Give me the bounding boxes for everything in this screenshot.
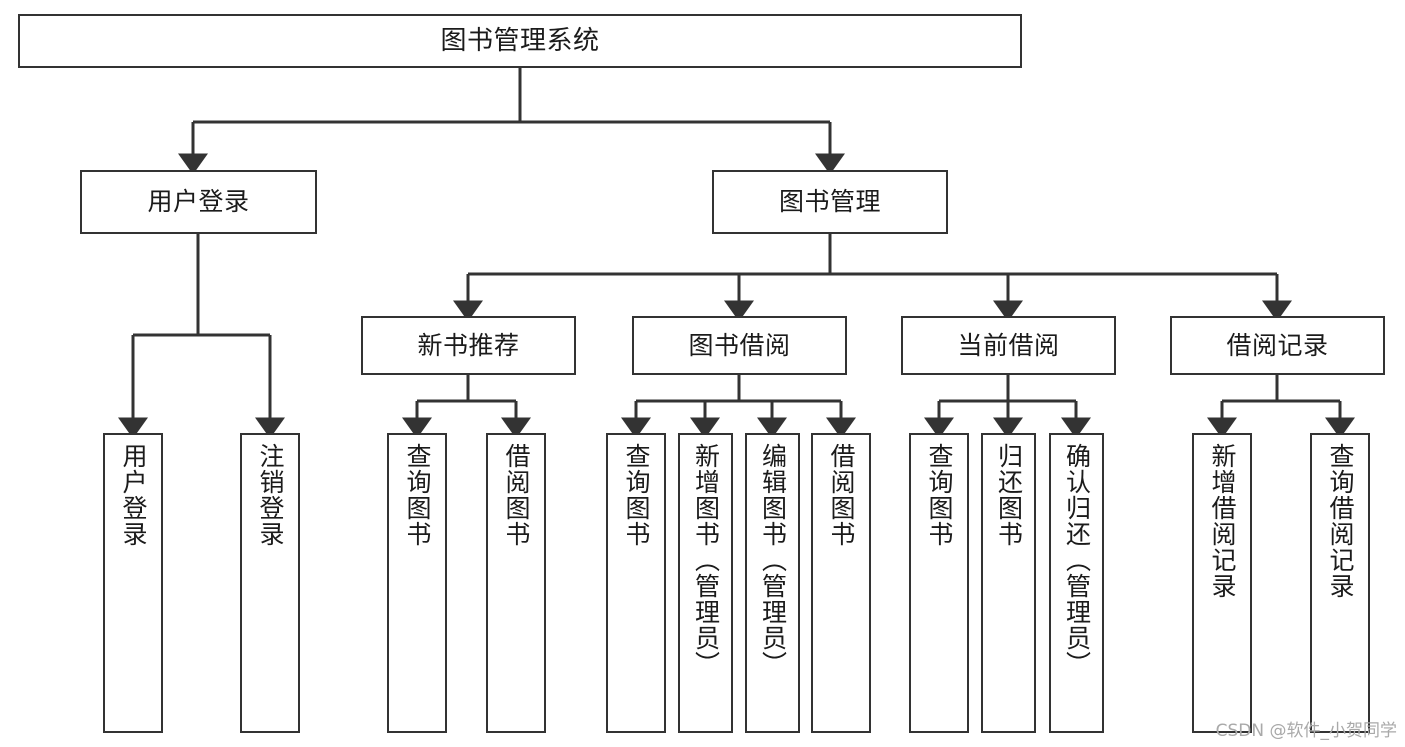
node-book-borrow-label: 图书借阅 (688, 330, 791, 360)
node-leaf-edit-book-label: 编辑图书（管理员） (758, 443, 788, 677)
node-borrow-record[interactable]: 借阅记录 (1170, 316, 1385, 375)
node-book-management[interactable]: 图书管理 (712, 170, 948, 234)
node-leaf-query-book-1-label: 查询图书 (403, 443, 432, 547)
node-current-borrow[interactable]: 当前借阅 (901, 316, 1116, 375)
node-current-borrow-label: 当前借阅 (957, 330, 1060, 360)
node-leaf-confirm-return-label: 确认归还（管理员） (1062, 443, 1092, 677)
node-leaf-add-book[interactable]: 新增图书（管理员） (678, 433, 733, 733)
node-new-book-recommendation[interactable]: 新书推荐 (361, 316, 576, 375)
node-book-borrow[interactable]: 图书借阅 (632, 316, 847, 375)
node-leaf-query-book-1[interactable]: 查询图书 (387, 433, 447, 733)
node-root-book-management-system[interactable]: 图书管理系统 (18, 14, 1022, 68)
node-leaf-user-login[interactable]: 用户登录 (103, 433, 163, 733)
node-leaf-query-book-3[interactable]: 查询图书 (909, 433, 969, 733)
node-leaf-user-login-label: 用户登录 (119, 443, 148, 547)
node-leaf-query-record-label: 查询借阅记录 (1326, 443, 1355, 599)
node-leaf-query-book-2[interactable]: 查询图书 (606, 433, 666, 733)
node-leaf-edit-book[interactable]: 编辑图书（管理员） (745, 433, 800, 733)
node-leaf-add-book-label: 新增图书（管理员） (691, 443, 721, 677)
node-leaf-borrow-book-2-label: 借阅图书 (827, 443, 856, 547)
node-leaf-query-book-2-label: 查询图书 (622, 443, 651, 547)
node-book-management-label: 图书管理 (778, 187, 881, 217)
node-leaf-query-book-3-label: 查询图书 (925, 443, 954, 547)
node-leaf-return-book-label: 归还图书 (994, 443, 1024, 547)
node-leaf-borrow-book-1[interactable]: 借阅图书 (486, 433, 546, 733)
node-leaf-borrow-book-2[interactable]: 借阅图书 (811, 433, 871, 733)
node-leaf-logout-label: 注销登录 (256, 443, 285, 547)
watermark-text: CSDN @软件_小贺同学 (1215, 721, 1397, 741)
node-borrow-record-label: 借阅记录 (1226, 330, 1329, 360)
node-leaf-add-record[interactable]: 新增借阅记录 (1192, 433, 1252, 733)
node-leaf-return-book[interactable]: 归还图书 (981, 433, 1036, 733)
node-leaf-add-record-label: 新增借阅记录 (1208, 443, 1237, 599)
node-root-label: 图书管理系统 (440, 25, 600, 56)
node-leaf-query-record[interactable]: 查询借阅记录 (1310, 433, 1370, 733)
node-user-login[interactable]: 用户登录 (80, 170, 317, 234)
node-leaf-logout[interactable]: 注销登录 (240, 433, 300, 733)
node-leaf-confirm-return[interactable]: 确认归还（管理员） (1049, 433, 1104, 733)
node-user-login-label: 用户登录 (147, 187, 250, 217)
node-leaf-borrow-book-1-label: 借阅图书 (502, 443, 531, 547)
node-new-book-recommendation-label: 新书推荐 (417, 330, 520, 360)
